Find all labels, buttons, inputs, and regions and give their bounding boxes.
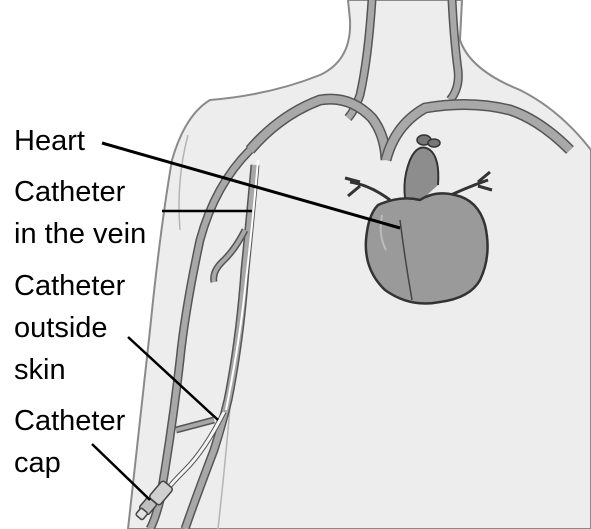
label-heart: Heart [14, 122, 85, 160]
label-catheter-cap-line1: Catheter [14, 402, 125, 440]
label-catheter-in-vein-line2: in the vein [14, 215, 146, 253]
aorta-opening-2 [428, 139, 440, 147]
label-catheter-outside-skin-line2: outside [14, 309, 108, 347]
label-catheter-in-vein-line1: Catheter [14, 173, 125, 211]
label-catheter-outside-skin-line1: Catheter [14, 267, 125, 305]
label-catheter-outside-skin-line3: skin [14, 351, 66, 389]
label-catheter-cap-line2: cap [14, 444, 61, 482]
